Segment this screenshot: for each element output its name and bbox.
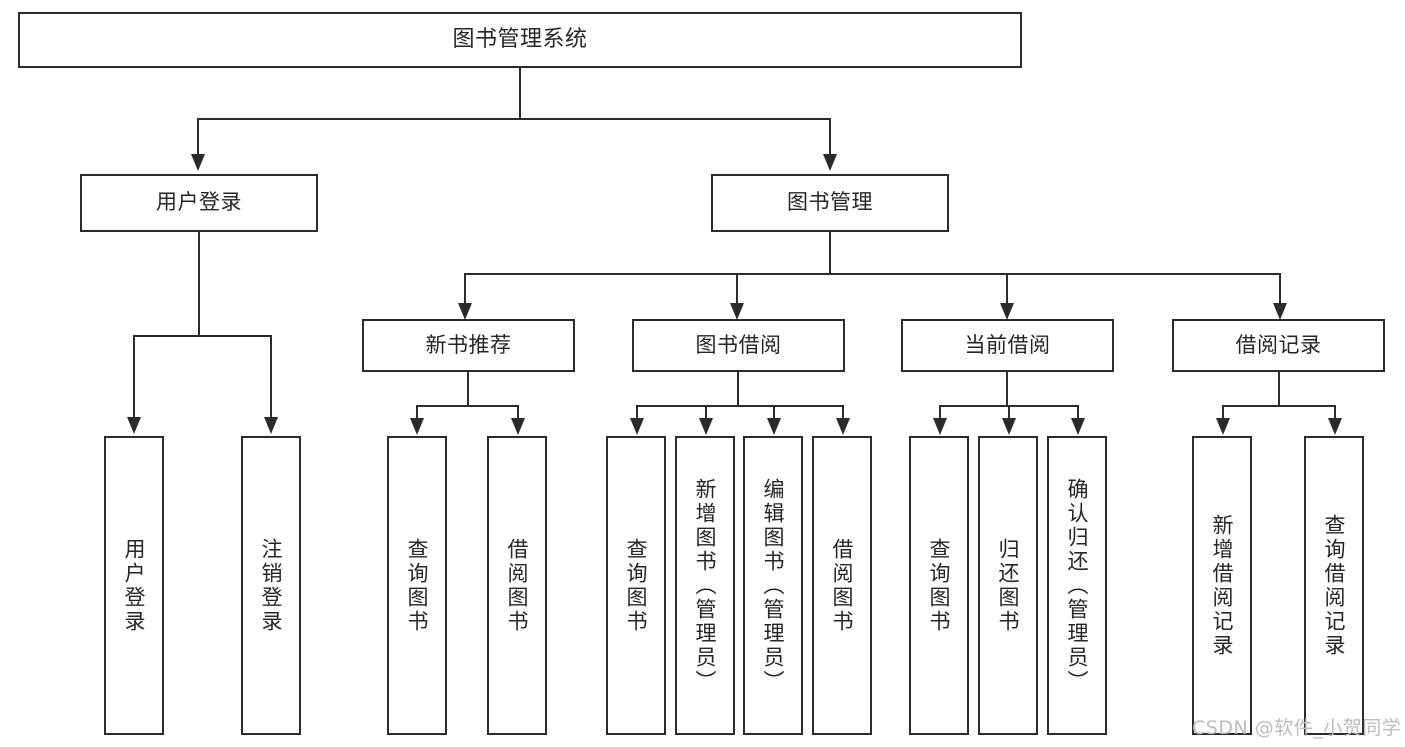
node-label: 新书推荐 — [425, 332, 512, 357]
arrowhead-current-borrow-leaf-3 — [1071, 418, 1085, 435]
arrowhead-to-book-management — [823, 154, 837, 171]
connector-bm-to-borrow-record — [1279, 273, 1281, 305]
node-label: 图书借阅 — [695, 332, 782, 357]
connector-new-book-bus — [416, 405, 519, 407]
leaf-current-borrow-3[interactable]: 确认归还（管理员） — [1047, 436, 1107, 735]
leaf-borrow-record-1[interactable]: 新增借阅记录 — [1192, 436, 1252, 735]
arrowhead-borrow-record — [1273, 303, 1287, 320]
arrowhead-current-borrow-leaf-2 — [1002, 418, 1016, 435]
connector-user-login-stem — [198, 232, 200, 335]
connector-book-borrow-to-leaf-1 — [636, 405, 638, 420]
arrowhead-book-borrow-leaf-3 — [767, 418, 781, 435]
leaf-user-login-1[interactable]: 用户登录 — [104, 436, 164, 735]
connector-user-login-to-leaf-1 — [133, 335, 135, 419]
connector-bm-to-book-borrow — [736, 273, 738, 305]
node-label: 借阅图书 — [830, 537, 855, 634]
leaf-borrow-record-2[interactable]: 查询借阅记录 — [1304, 436, 1364, 735]
node-label: 借阅记录 — [1235, 332, 1322, 357]
arrowhead-new-book-leaf-2 — [511, 418, 525, 435]
arrowhead-borrow-record-leaf-2 — [1328, 418, 1342, 435]
node-label: 注销登录 — [259, 537, 284, 634]
node-label: 查询图书 — [405, 537, 430, 634]
leaf-book-borrow-1[interactable]: 查询图书 — [606, 436, 666, 735]
connector-book-borrow-to-leaf-4 — [842, 405, 844, 420]
connector-book-borrow-to-leaf-2 — [705, 405, 707, 420]
connector-root-to-user-login — [197, 118, 199, 156]
node-label: 查询借阅记录 — [1322, 513, 1347, 658]
connector-bm-to-current-borrow — [1006, 273, 1008, 305]
node-book-borrow[interactable]: 图书借阅 — [632, 319, 845, 372]
connector-borrow-record-bus — [1222, 405, 1336, 407]
node-root-book-management-system[interactable]: 图书管理系统 — [18, 12, 1022, 68]
node-label: 确认归还（管理员） — [1065, 477, 1090, 694]
node-current-borrow[interactable]: 当前借阅 — [901, 319, 1114, 372]
leaf-user-login-2[interactable]: 注销登录 — [241, 436, 301, 735]
connector-new-book-stem — [467, 372, 469, 405]
arrowhead-user-login-leaf-2 — [264, 417, 278, 434]
connector-book-borrow-to-leaf-3 — [773, 405, 775, 420]
arrowhead-borrow-record-leaf-1 — [1216, 418, 1230, 435]
leaf-current-borrow-1[interactable]: 查询图书 — [909, 436, 969, 735]
connector-borrow-record-to-leaf-1 — [1222, 405, 1224, 420]
connector-user-login-to-leaf-2 — [270, 335, 272, 419]
connector-book-borrow-stem — [737, 372, 739, 405]
arrowhead-book-borrow-leaf-4 — [836, 418, 850, 435]
connector-borrow-record-stem — [1278, 372, 1280, 405]
arrowhead-to-user-login — [191, 154, 205, 171]
connector-borrow-record-to-leaf-2 — [1334, 405, 1336, 420]
connector-book-management-stem — [829, 232, 831, 273]
arrowhead-book-borrow-leaf-1 — [630, 418, 644, 435]
node-label: 借阅图书 — [505, 537, 530, 634]
node-label: 用户登录 — [122, 537, 147, 634]
node-label: 编辑图书（管理员） — [761, 477, 786, 694]
leaf-book-borrow-4[interactable]: 借阅图书 — [812, 436, 872, 735]
node-label: 当前借阅 — [964, 332, 1051, 357]
node-user-login[interactable]: 用户登录 — [80, 174, 318, 232]
connector-current-borrow-to-leaf-2 — [1008, 405, 1010, 420]
connector-root-stem — [519, 68, 521, 118]
node-book-management[interactable]: 图书管理 — [711, 174, 949, 232]
connector-new-book-to-leaf-1 — [416, 405, 418, 420]
connector-user-login-bus — [133, 335, 272, 337]
arrowhead-book-borrow-leaf-2 — [699, 418, 713, 435]
arrowhead-book-borrow — [730, 303, 744, 320]
arrowhead-new-book-recommend — [458, 303, 472, 320]
leaf-current-borrow-2[interactable]: 归还图书 — [978, 436, 1038, 735]
node-label: 查询图书 — [624, 537, 649, 634]
connector-book-borrow-bus — [636, 405, 844, 407]
arrowhead-user-login-leaf-1 — [127, 417, 141, 434]
leaf-new-book-recommend-2[interactable]: 借阅图书 — [487, 436, 547, 735]
connector-current-borrow-to-leaf-1 — [939, 405, 941, 420]
node-label: 查询图书 — [927, 537, 952, 634]
connector-bm-to-new-book — [464, 273, 466, 305]
arrowhead-new-book-leaf-1 — [410, 418, 424, 435]
connector-new-book-to-leaf-2 — [517, 405, 519, 420]
leaf-new-book-recommend-1[interactable]: 查询图书 — [387, 436, 447, 735]
leaf-book-borrow-2[interactable]: 新增图书（管理员） — [675, 436, 735, 735]
csdn-watermark: CSDN @软件_小贺同学 — [1192, 717, 1402, 739]
node-label: 图书管理 — [787, 190, 873, 215]
connector-current-borrow-stem — [1006, 372, 1008, 405]
node-label: 图书管理系统 — [452, 26, 588, 52]
connector-root-bus — [197, 118, 831, 120]
node-label: 新增图书（管理员） — [693, 477, 718, 694]
node-label: 用户登录 — [156, 190, 242, 215]
node-label: 归还图书 — [996, 537, 1021, 634]
node-new-book-recommend[interactable]: 新书推荐 — [362, 319, 575, 372]
connector-current-borrow-to-leaf-3 — [1077, 405, 1079, 420]
node-label: 新增借阅记录 — [1210, 513, 1235, 658]
arrowhead-current-borrow — [1000, 303, 1014, 320]
node-borrow-record[interactable]: 借阅记录 — [1172, 319, 1385, 372]
connector-root-to-book-management — [829, 118, 831, 156]
arrowhead-current-borrow-leaf-1 — [933, 418, 947, 435]
leaf-book-borrow-3[interactable]: 编辑图书（管理员） — [743, 436, 803, 735]
connector-book-management-bus — [464, 273, 1281, 275]
